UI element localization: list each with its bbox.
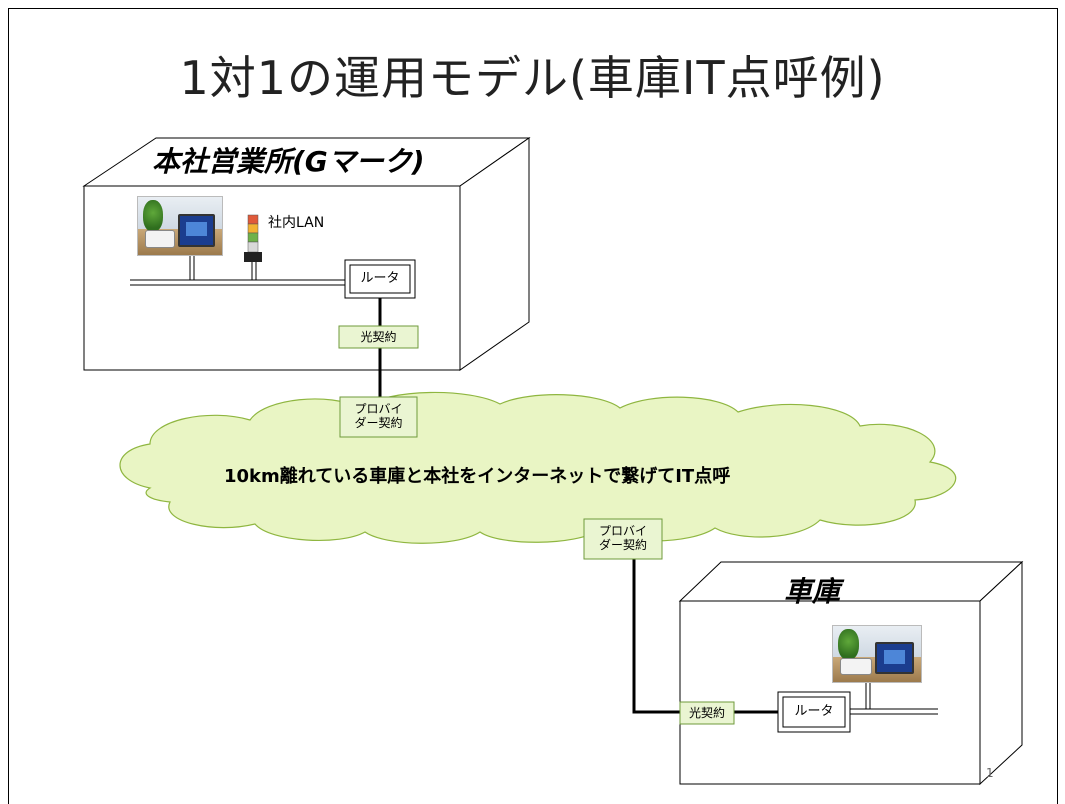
fiber-lines	[378, 298, 778, 714]
office-lan-bus	[130, 252, 345, 286]
office-fiber-tag	[338, 325, 419, 349]
provider-bottom-line2: ダー契約	[598, 538, 647, 552]
depot-lan-bus	[850, 680, 938, 715]
depot-box	[678, 560, 1024, 786]
office-router-label: ルータ	[360, 271, 400, 286]
office-pc-photo	[137, 196, 223, 256]
provider-tag-top	[339, 396, 418, 438]
depot-fiber-tag	[679, 701, 735, 725]
office-router	[344, 259, 416, 299]
depot-router-label: ルータ	[794, 704, 834, 719]
provider-bottom-line1: プロバイ	[598, 524, 647, 538]
slide-title: 1対1の運用モデル(車庫IT点呼例)	[179, 51, 886, 105]
office-fiber-label: 光契約	[360, 330, 397, 344]
lan-label: 社内LAN	[268, 215, 325, 231]
page-number: 1	[986, 766, 994, 780]
slide-frame	[8, 8, 1058, 804]
depot-router	[777, 691, 851, 733]
provider-top-line2: ダー契約	[354, 416, 403, 430]
depot-fiber-label: 光契約	[688, 706, 725, 720]
cloud-message: 10km離れている車庫と本社をインターネットで繋げてIT点呼	[224, 466, 731, 487]
signal-tower	[244, 214, 262, 262]
provider-tag-bottom	[583, 518, 663, 560]
provider-top-line1: プロバイ	[354, 402, 403, 416]
head-office-label: 本社営業所(Gマーク)	[152, 145, 425, 178]
depot-pc-photo	[832, 625, 922, 683]
depot-label: 車庫	[784, 575, 841, 608]
